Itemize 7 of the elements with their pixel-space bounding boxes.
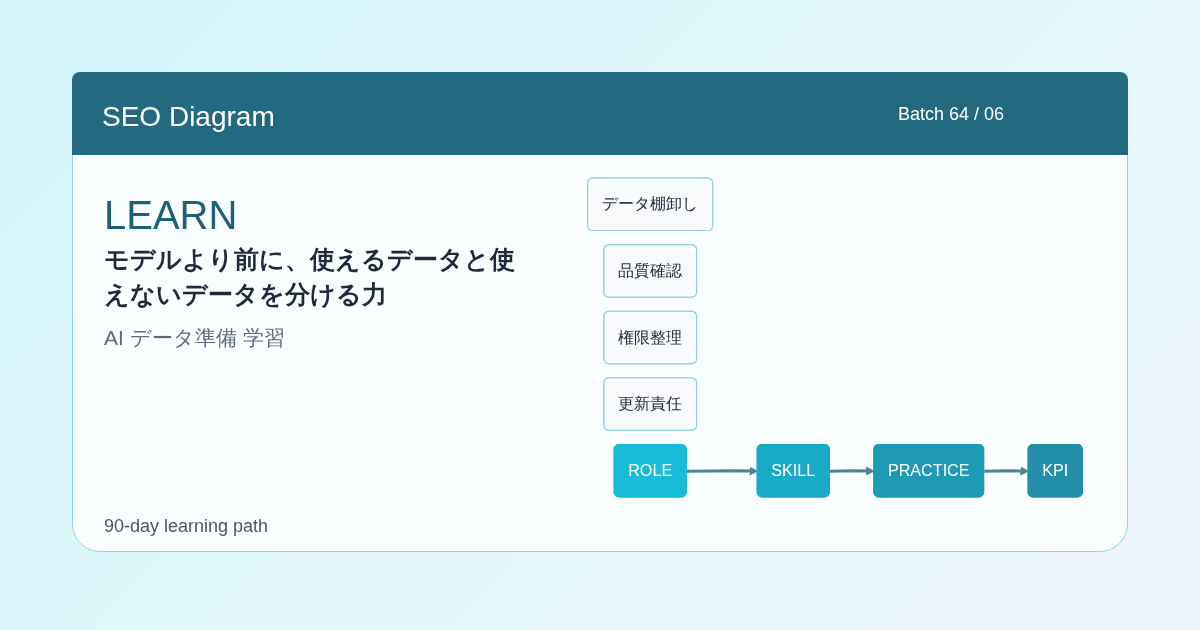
- caption: 90-day learning path: [104, 515, 269, 538]
- arrow: [984, 466, 1029, 476]
- batch-label: Batch 64 / 06: [898, 103, 1005, 126]
- section-heading: LEARN: [104, 192, 238, 239]
- subtitle: モデルより前に、使えるデータと使えないデータを分ける力: [104, 244, 516, 310]
- topic-label: AI データ準備 学習: [104, 325, 285, 351]
- header-title: SEO Diagram: [102, 100, 275, 134]
